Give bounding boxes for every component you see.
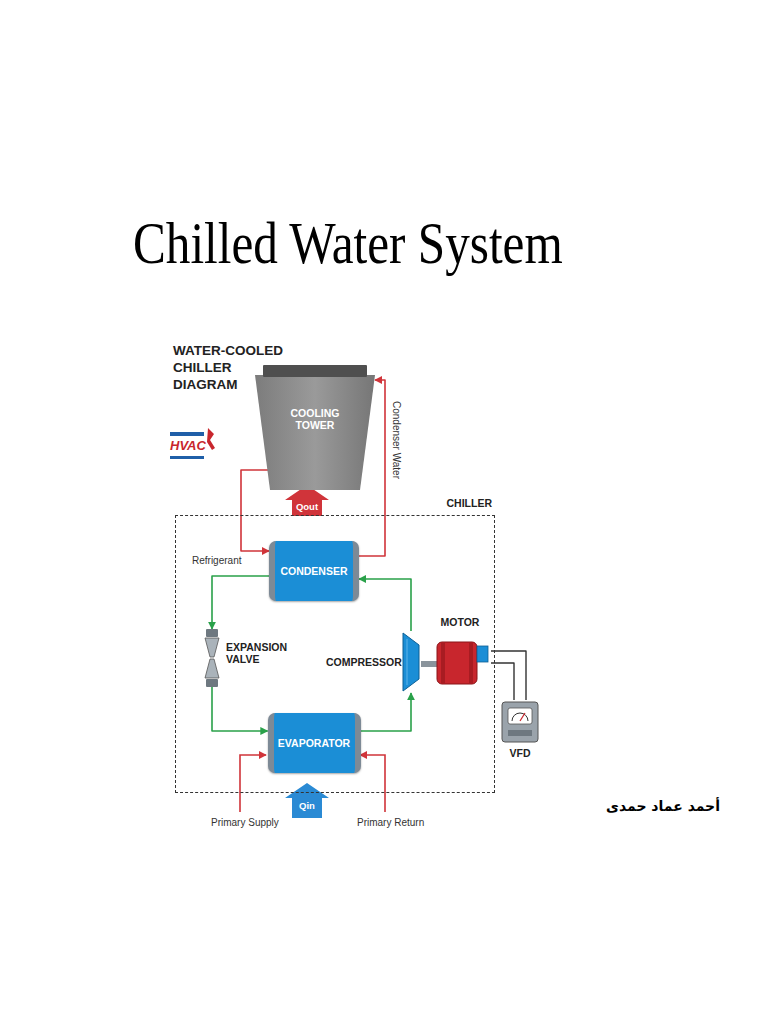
- logo-bar: [170, 432, 204, 436]
- logo-bar: [170, 456, 204, 459]
- logo-text: HVAC: [170, 438, 206, 454]
- heat-in-arrow: [285, 783, 329, 818]
- node-label: MOTOR: [429, 616, 491, 628]
- node-label: COMPRESSOR: [326, 656, 398, 668]
- tower-body: [255, 375, 375, 490]
- compressor-edge: [407, 639, 408, 685]
- valve-cone: [205, 638, 219, 657]
- node-label: COOLING TOWER: [281, 407, 349, 431]
- vfd-needle: [520, 713, 525, 721]
- author-name: أحمد عماد حمدى: [600, 796, 720, 816]
- connector: [491, 651, 526, 700]
- motor-band: [441, 642, 445, 684]
- valve-cone: [205, 659, 219, 678]
- node-label: EVAPORATOR: [278, 737, 350, 749]
- compressor-symbol: [401, 631, 421, 693]
- condenser-water-label: Condenser Water: [390, 400, 402, 480]
- heat-out-label: Qout: [293, 501, 321, 513]
- cooling-tower: COOLING TOWER: [255, 365, 375, 490]
- connector: [421, 661, 437, 667]
- connector: [212, 687, 268, 731]
- page-title: Chilled Water System: [133, 208, 563, 278]
- valve-flange: [206, 679, 218, 687]
- node-label: EXPANSION VALVE: [226, 641, 284, 665]
- heat-in-label: Qin: [293, 800, 321, 812]
- connector: [359, 579, 411, 631]
- pipe-label: Primary Return: [357, 817, 424, 829]
- vfd-gauge: [512, 713, 528, 721]
- vfd-case: [502, 702, 538, 742]
- primary-supply-pipe: [240, 755, 266, 812]
- vfd-display: [508, 708, 532, 724]
- tower-fan-deck: [263, 365, 367, 377]
- motor-terminal: [477, 646, 488, 662]
- refrigerant-label: Refrigerant: [192, 555, 241, 567]
- pipe-label: Primary Supply: [211, 817, 279, 829]
- motor-body: [437, 642, 477, 684]
- compressor: COMPRESSOR: [326, 631, 421, 693]
- valve-symbol: [201, 629, 223, 687]
- motor-band: [469, 642, 473, 684]
- connector: [212, 576, 269, 629]
- vfd-slot: [508, 730, 532, 736]
- node-label: VFD: [490, 747, 550, 759]
- heat-exchanger-box: CONDENSER: [269, 541, 359, 601]
- diagram-panel: [160, 333, 538, 843]
- connector: [241, 470, 269, 551]
- vfd-symbol: [500, 700, 540, 744]
- heat-exchanger-box: EVAPORATOR: [268, 713, 361, 773]
- primary-return-pipe: [360, 755, 385, 812]
- expansion-valve: EXPANSION VALVE: [201, 629, 283, 687]
- motor-symbol: [429, 634, 491, 691]
- valve-flange: [206, 629, 218, 637]
- vfd-drive: VFD: [500, 700, 540, 762]
- diagram-heading: WATER-COOLED CHILLER DIAGRAM: [173, 342, 297, 393]
- motor: MOTOR: [429, 616, 491, 691]
- node-label: CONDENSER: [280, 565, 347, 577]
- compressor-body: [403, 633, 419, 691]
- node-label: CHILLER: [447, 497, 493, 509]
- logo-figure: [207, 428, 215, 450]
- connector: [361, 693, 412, 731]
